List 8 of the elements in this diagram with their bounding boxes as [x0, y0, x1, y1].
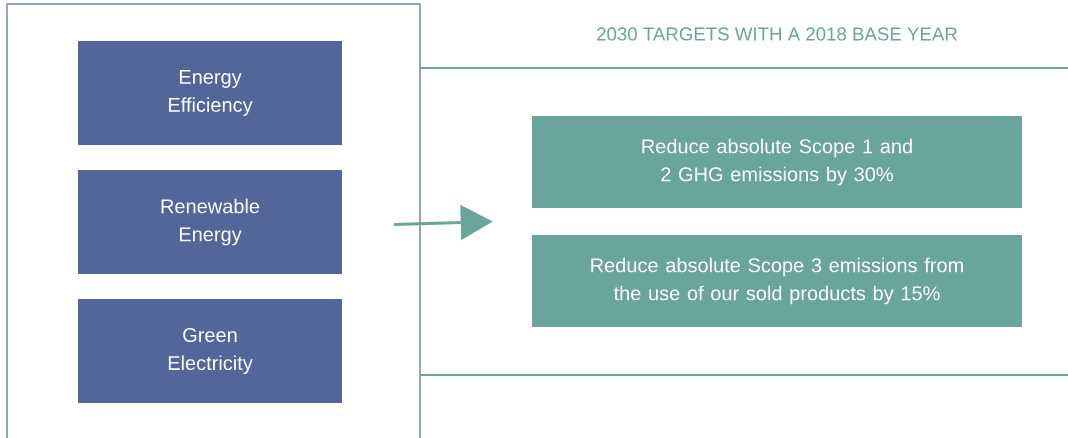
band [419, 67, 1068, 376]
panel-frame [6, 3, 421, 438]
process-box: Energy Efficiency [78, 41, 342, 145]
process-box: Renewable Energy [78, 170, 342, 274]
process-box: Green Electricity [78, 299, 342, 403]
process-box: Reduce absolute Scope 3 emissions from the use of our sold products by 15% [532, 235, 1022, 327]
process-box: Reduce absolute Scope 1 and 2 GHG emissions by 30% [532, 116, 1022, 208]
band-heading: 2030 TARGETS WITH A 2018 BASE YEAR [597, 27, 957, 41]
